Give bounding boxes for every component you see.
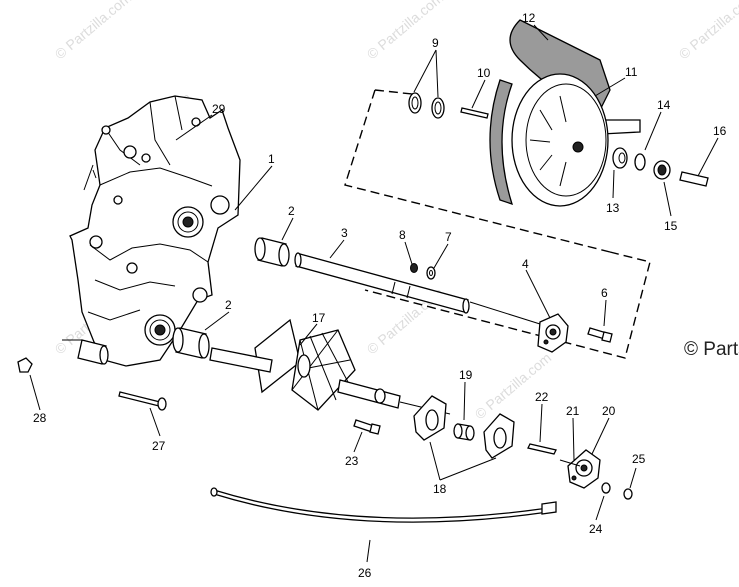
washer-24	[601, 482, 611, 494]
callout-12: 12	[522, 11, 536, 25]
watermark: © Partzilla.com	[52, 0, 135, 62]
callout-17: 17	[312, 311, 326, 325]
nut-8	[410, 263, 418, 273]
washer-14	[634, 153, 646, 171]
callout-3: 3	[341, 226, 348, 240]
callout-22: 22	[535, 390, 549, 404]
watermark-edge: © Parts	[684, 339, 739, 360]
gasket-left	[413, 395, 447, 441]
callout-6: 6	[601, 286, 608, 300]
callout-24: 24	[589, 522, 603, 536]
callout-11: 11	[625, 65, 638, 79]
lower-shaft	[209, 347, 451, 415]
bolt-6	[587, 327, 613, 343]
bearing-flange-lower	[567, 449, 601, 489]
pin-21	[559, 459, 581, 467]
drive-sprocket	[254, 318, 356, 411]
callout-25: 25	[632, 452, 646, 466]
bolt-23	[353, 419, 381, 435]
callout-2-upper: 2	[288, 204, 295, 218]
assembly-boundary	[344, 89, 651, 359]
callout-29: 29	[212, 102, 226, 116]
callout-26: 26	[358, 566, 372, 580]
callout-19: 19	[459, 368, 473, 382]
gearcase-housing	[69, 95, 241, 367]
nut-28	[17, 357, 33, 373]
callout-8: 8	[399, 228, 406, 242]
callout-1: 1	[268, 152, 275, 166]
bearing-upper	[254, 237, 290, 267]
callout-9: 9	[432, 36, 439, 50]
gasket-right	[483, 413, 515, 459]
nut-25	[623, 488, 633, 500]
callout-7: 7	[445, 230, 452, 244]
cable-26	[210, 487, 557, 523]
washer-9b	[431, 97, 445, 119]
washer-7	[426, 266, 436, 280]
seal-19	[453, 423, 475, 441]
callout-28: 28	[33, 411, 47, 425]
callout-2-lower: 2	[225, 298, 232, 312]
bearing-flange-upper	[537, 313, 569, 353]
bearing-lower	[172, 327, 210, 359]
callout-16: 16	[713, 124, 727, 138]
callout-21: 21	[566, 404, 580, 418]
bearing-locating-bushing	[62, 339, 109, 365]
key-22	[527, 443, 557, 455]
callout-10: 10	[477, 66, 491, 80]
bolt-27	[118, 391, 167, 411]
watermark: © Partzilla.com	[676, 0, 739, 62]
key-10	[460, 107, 489, 119]
callout-labels: 1 2 2 3 4 6 7 8 9 10 11 12 13 14 15 16 1…	[33, 11, 727, 580]
washer-9a	[408, 92, 422, 114]
upper-shaft	[294, 252, 541, 325]
callout-20: 20	[602, 404, 616, 418]
callout-13: 13	[606, 201, 620, 215]
watermark: © Partzilla.com	[364, 0, 447, 62]
callout-15: 15	[664, 219, 678, 233]
callout-23: 23	[345, 454, 359, 468]
washer-15	[653, 160, 671, 180]
callout-4: 4	[522, 257, 529, 271]
callout-18: 18	[433, 482, 447, 496]
bolt-16	[679, 171, 709, 187]
callout-27: 27	[152, 439, 166, 453]
callout-14: 14	[657, 98, 671, 112]
driven-clutch-sheave	[511, 73, 609, 207]
leader-lines	[29, 24, 719, 563]
spacer-13	[612, 147, 628, 169]
